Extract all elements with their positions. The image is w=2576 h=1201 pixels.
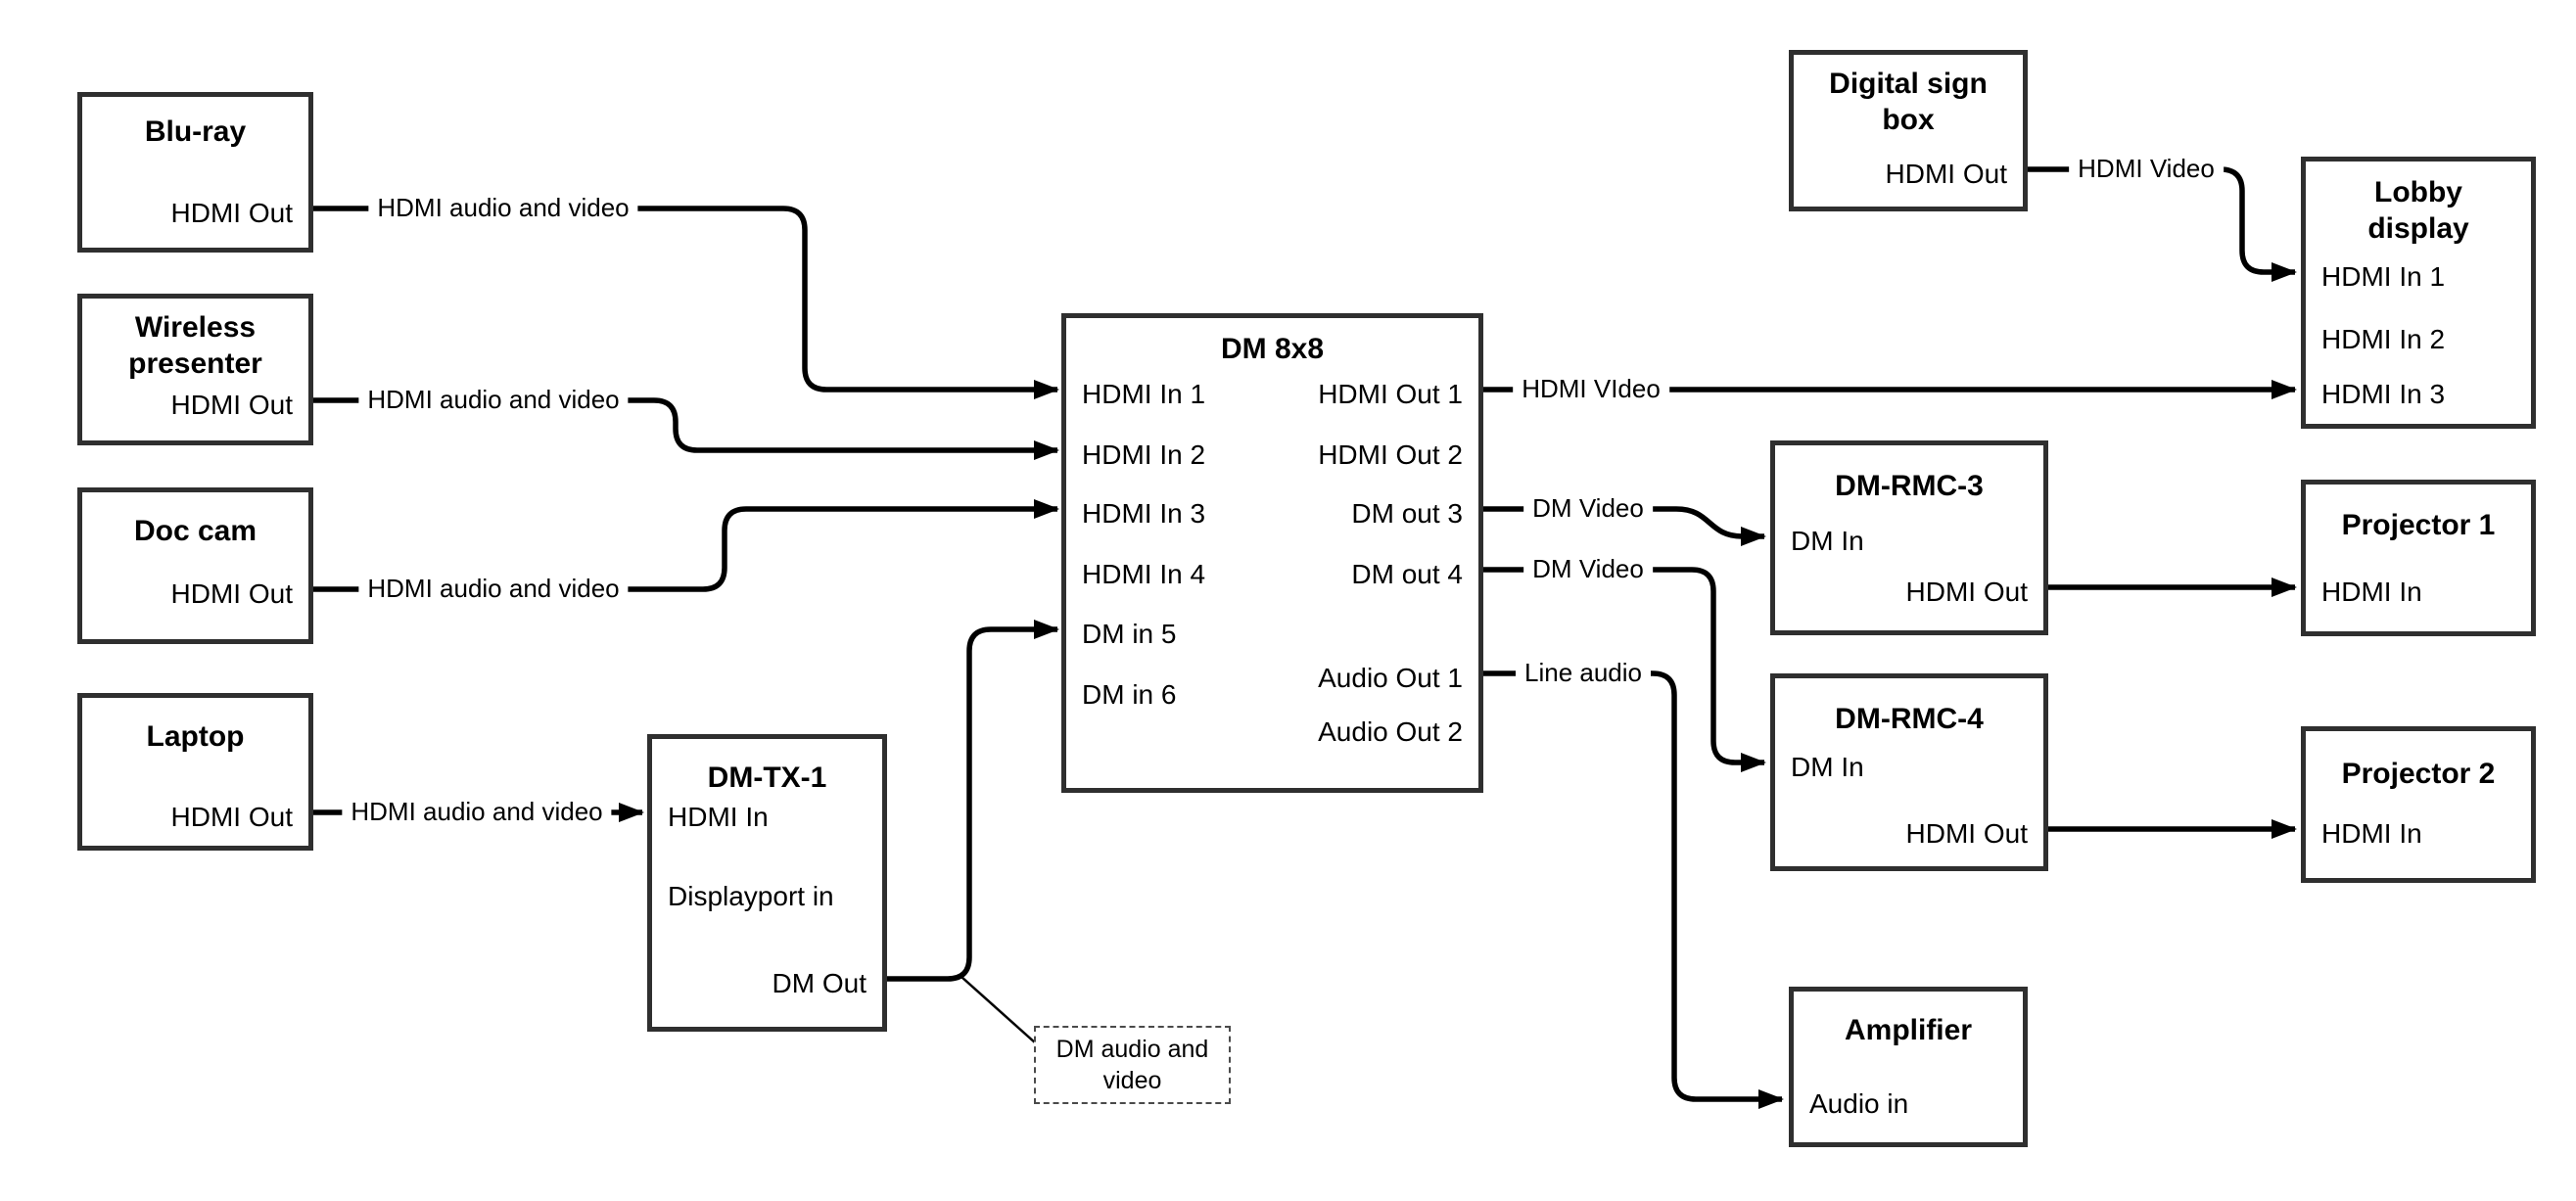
port-dm8x8-audio-out-1: Audio Out 1 [1318, 663, 1463, 693]
connector-dm8x8-out4-to-rmc4 [1483, 567, 1766, 772]
port-dm8x8-audio-out-2: Audio Out 2 [1318, 716, 1463, 747]
connection-label-laptop: HDMI audio and video [342, 797, 612, 827]
port-dm8x8-hdmi-in-4: HDMI In 4 [1082, 559, 1206, 589]
connection-label-wireless: HDMI audio and video [358, 385, 629, 415]
device-box-projector-2: Projector 2 HDMI In [2301, 726, 2536, 883]
connection-label-dm-video-out4: DM Video [1523, 554, 1653, 584]
connection-label-dm-video-out3: DM Video [1523, 493, 1653, 524]
port-projector2-hdmi-in: HDMI In [2321, 818, 2422, 849]
connector-wireless-to-dm8x8-in2 [313, 397, 1059, 460]
connection-label-doccam: HDMI audio and video [358, 574, 629, 604]
port-lobby-hdmi-in-1: HDMI In 1 [2321, 261, 2446, 292]
port-amplifier-audio-in: Audio in [1809, 1088, 1909, 1119]
connector-bluray-to-dm8x8-in1 [313, 206, 1059, 399]
port-dm8x8-dm-in-6: DM in 6 [1082, 679, 1177, 710]
port-dm8x8-dm-in-5: DM in 5 [1082, 619, 1177, 649]
device-box-doc-cam: Doc cam HDMI Out [77, 487, 313, 644]
device-title-projector-2: Projector 2 [2341, 758, 2496, 790]
connection-label-line-audio: Line audio [1516, 658, 1651, 688]
connector-dm8x8-audio1-to-amplifier [1483, 670, 1784, 1109]
device-title-dm-rmc-4: DM-RMC-4 [1835, 703, 1984, 735]
annotation-note-dm-audio-video: DM audio and video [1034, 1026, 1231, 1104]
port-dm8x8-dm-out-3: DM out 3 [1351, 498, 1463, 529]
port-lobby-hdmi-in-2: HDMI In 2 [2321, 324, 2446, 354]
connection-label-bluray: HDMI audio and video [368, 193, 638, 223]
port-dm8x8-hdmi-in-3: HDMI In 3 [1082, 498, 1206, 529]
connector-doccam-to-dm8x8-in3 [313, 499, 1059, 592]
port-dm8x8-dm-out-4: DM out 4 [1351, 559, 1463, 589]
device-title-doc-cam: Doc cam [133, 515, 258, 547]
device-box-amplifier: Amplifier Audio in [1789, 987, 2028, 1147]
device-box-dm-rmc-3: DM-RMC-3 DM In HDMI Out [1770, 440, 2048, 635]
port-projector1-hdmi-in: HDMI In [2321, 577, 2422, 607]
port-bluray-hdmi-out: HDMI Out [170, 198, 293, 228]
port-laptop-hdmi-out: HDMI Out [170, 802, 293, 832]
port-dm8x8-hdmi-in-1: HDMI In 1 [1082, 379, 1206, 409]
port-rmc4-dm-in: DM In [1791, 752, 1864, 782]
device-title-projector-1: Projector 1 [2341, 509, 2496, 541]
device-title-digital-sign-box: Digital sign box [1829, 68, 1988, 136]
device-box-dm-tx-1: DM-TX-1 HDMI In Displayport in DM Out [647, 734, 887, 1032]
device-title-dm-rmc-3: DM-RMC-3 [1835, 470, 1984, 502]
device-title-laptop: Laptop [146, 720, 245, 753]
device-box-projector-1: Projector 1 HDMI In [2301, 480, 2536, 636]
connector-dmtx1-to-dm8x8-in5 [887, 620, 1059, 982]
device-title-wireless-presenter: Wireless presenter [128, 311, 262, 380]
port-lobby-hdmi-in-3: HDMI In 3 [2321, 379, 2446, 409]
port-wireless-hdmi-out: HDMI Out [170, 390, 293, 420]
device-box-dm-8x8: DM 8x8 HDMI In 1 HDMI In 2 HDMI In 3 HDM… [1061, 313, 1483, 793]
connector-signbox-to-lobby-in1 [2028, 166, 2297, 282]
device-title-dm-8x8: DM 8x8 [1220, 333, 1325, 365]
device-title-dm-tx-1: DM-TX-1 [707, 762, 827, 794]
device-box-bluray: Blu-ray HDMI Out [77, 92, 313, 253]
connection-label-hdmi-video-out1: HDMI VIdeo [1513, 374, 1669, 404]
port-rmc4-hdmi-out: HDMI Out [1905, 818, 2028, 849]
device-box-laptop: Laptop HDMI Out [77, 693, 313, 851]
device-box-lobby-display: Lobby display HDMI In 1 HDMI In 2 HDMI I… [2301, 157, 2536, 429]
device-title-bluray: Blu-ray [144, 115, 247, 148]
port-dmtx1-dm-out: DM Out [772, 968, 866, 998]
port-rmc3-dm-in: DM In [1791, 526, 1864, 556]
device-box-digital-sign-box: Digital sign box HDMI Out [1789, 50, 2028, 211]
device-box-wireless-presenter: Wireless presenter HDMI Out [77, 294, 313, 445]
connector-dm8x8-out3-to-rmc3 [1483, 506, 1766, 546]
device-box-dm-rmc-4: DM-RMC-4 DM In HDMI Out [1770, 673, 2048, 871]
port-rmc3-hdmi-out: HDMI Out [1905, 577, 2028, 607]
port-dm8x8-hdmi-in-2: HDMI In 2 [1082, 439, 1206, 470]
device-title-lobby-display: Lobby display [2367, 176, 2469, 245]
device-title-amplifier: Amplifier [1844, 1014, 1973, 1046]
port-doccam-hdmi-out: HDMI Out [170, 578, 293, 609]
port-signbox-hdmi-out: HDMI Out [1885, 159, 2007, 189]
port-dm8x8-hdmi-out-1: HDMI Out 1 [1318, 379, 1463, 409]
connection-label-signbox-hdmi-video: HDMI Video [2069, 154, 2224, 184]
port-dmtx1-displayport-in: Displayport in [668, 881, 834, 911]
port-dm8x8-hdmi-out-2: HDMI Out 2 [1318, 439, 1463, 470]
annotation-leader-line [960, 976, 1037, 1044]
port-dmtx1-hdmi-in: HDMI In [668, 802, 769, 832]
